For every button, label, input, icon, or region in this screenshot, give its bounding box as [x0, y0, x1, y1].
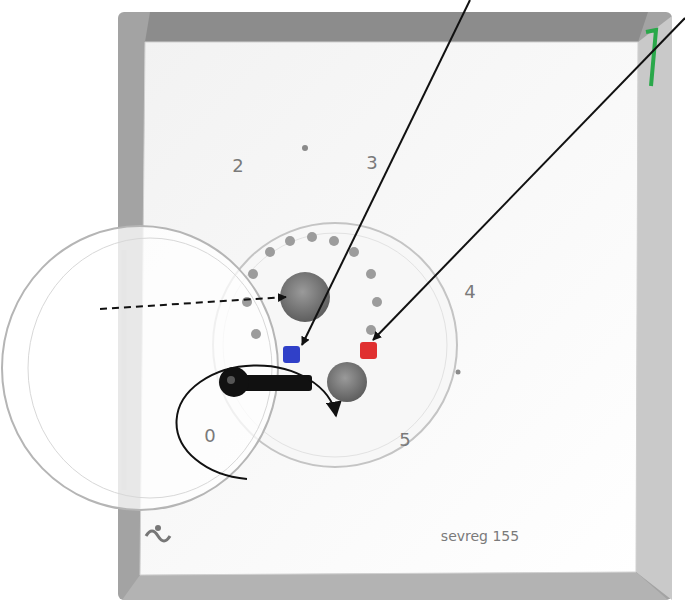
setting-dot [251, 329, 261, 339]
setting-dot [372, 297, 382, 307]
key-blade [240, 375, 312, 391]
scale-dot [456, 370, 461, 375]
key-hole [227, 376, 235, 384]
scale-dot [302, 145, 308, 151]
setting-dot [366, 269, 376, 279]
blue-pin [283, 346, 300, 363]
scale-number: 2 [232, 157, 243, 175]
setting-dot [285, 236, 295, 246]
insert-arrow [100, 297, 286, 309]
setting-dot [329, 236, 339, 246]
scale-number: 4 [464, 283, 475, 301]
setting-dot [265, 247, 275, 257]
key-head [219, 367, 249, 397]
lock-hole [327, 362, 367, 402]
red-pin [360, 342, 377, 359]
cover-highlight [122, 250, 127, 490]
turn-arrow [177, 365, 336, 479]
setting-dot [349, 247, 359, 257]
setting-dot [248, 269, 258, 279]
housing-top [145, 12, 648, 42]
setting-dot [366, 325, 376, 335]
housing-bottom [122, 572, 668, 600]
housing-side [636, 16, 672, 600]
logo-symbol [146, 531, 170, 541]
setting-dot [307, 232, 317, 242]
scale-number: 5 [399, 431, 410, 449]
adjust-hole [280, 272, 330, 322]
scale-number: 3 [366, 154, 377, 172]
leader-line [373, 18, 685, 340]
logo-symbol [155, 525, 161, 531]
brand-label: sevreg 155 [441, 529, 519, 543]
leader-line [302, 0, 470, 345]
scale-number: 0 [204, 427, 215, 445]
